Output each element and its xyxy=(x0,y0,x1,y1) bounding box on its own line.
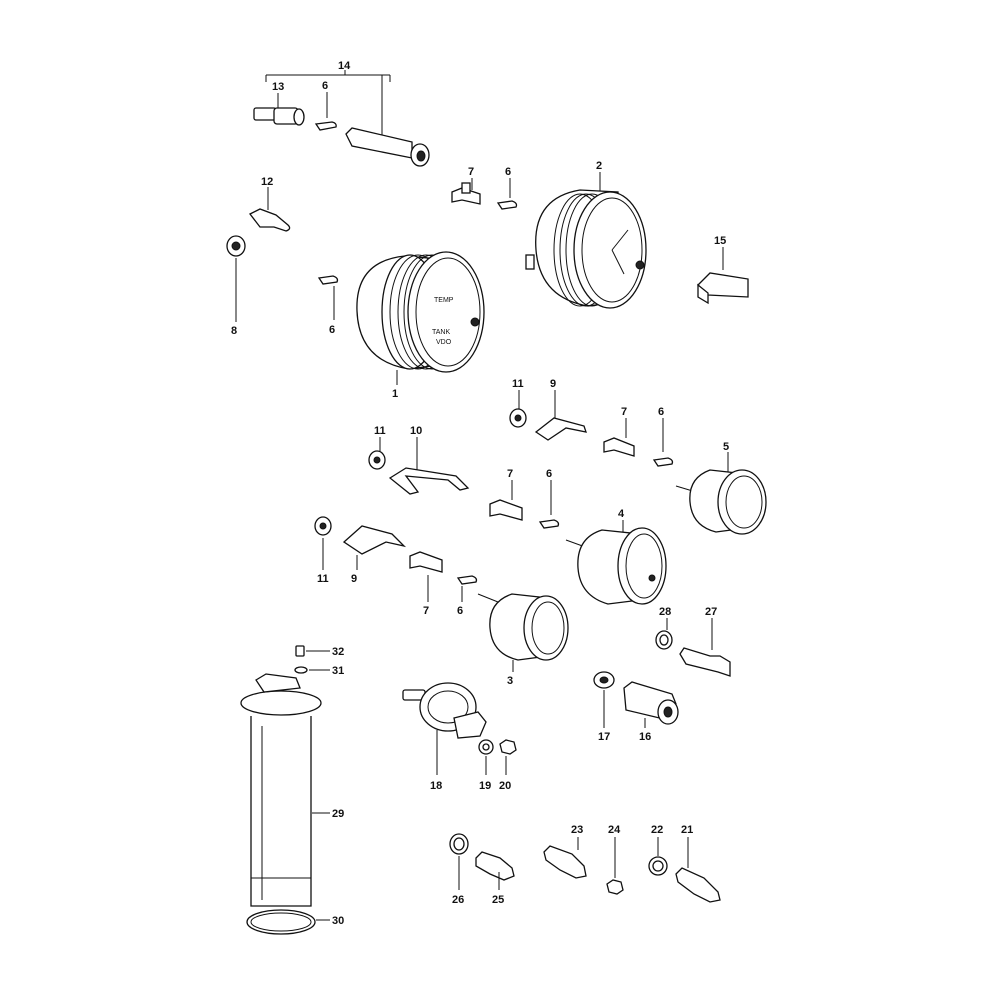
callout-8: 8 xyxy=(231,325,237,337)
callout-9a: 9 xyxy=(550,378,556,390)
callout-12: 12 xyxy=(261,176,273,188)
part-8-knurled-nut: 8 xyxy=(226,235,246,337)
part-7-socket-right: 7 xyxy=(603,406,635,457)
callout-25: 25 xyxy=(492,894,504,906)
callout-22: 22 xyxy=(651,824,663,836)
part-7-socket-mid: 7 xyxy=(489,468,523,521)
callout-11c: 11 xyxy=(317,573,329,585)
part-5-small-gauge: 5 xyxy=(675,441,767,535)
callout-21: 21 xyxy=(681,824,693,836)
callout-32: 32 xyxy=(332,646,344,658)
part-26-washer: 26 xyxy=(449,833,469,906)
part-28-washer: 28 xyxy=(655,606,673,650)
callout-7c: 7 xyxy=(507,468,513,480)
part-31-washer: 31 xyxy=(294,665,344,677)
callout-28: 28 xyxy=(659,606,671,618)
part-24-nut: 24 xyxy=(606,824,624,895)
callout-7d: 7 xyxy=(423,605,429,617)
part-9-bracket-right: 9 xyxy=(534,378,587,441)
gauge-label-tank: TANK xyxy=(432,329,450,336)
callout-6b: 6 xyxy=(505,166,511,178)
callout-18: 18 xyxy=(430,780,442,792)
part-30-gasket: 30 xyxy=(246,909,344,935)
callout-20: 20 xyxy=(499,780,511,792)
part-22-washer: 22 xyxy=(648,824,668,876)
callout-7b: 7 xyxy=(621,406,627,418)
callout-4: 4 xyxy=(618,508,625,520)
callout-24: 24 xyxy=(608,824,621,836)
part-21-sensor: 21 xyxy=(675,824,721,903)
part-13-bulb-holder: 13 xyxy=(253,81,305,126)
part-14-group: 14 xyxy=(265,60,391,135)
callout-6f: 6 xyxy=(457,605,463,617)
callout-7a: 7 xyxy=(468,166,474,178)
gauge-label-temp: TEMP xyxy=(434,297,454,304)
callout-10: 10 xyxy=(410,425,422,437)
part-2-clock-gauge: 2 xyxy=(525,160,647,309)
part-25-sensor: 25 xyxy=(475,851,515,906)
part-10-bracket: 10 xyxy=(388,425,470,495)
callout-30: 30 xyxy=(332,915,344,927)
part-19-washer: 19 xyxy=(478,739,494,792)
part-6-bulb-left2: 6 xyxy=(456,575,478,617)
part-18-pressure-sender: 18 xyxy=(402,682,487,792)
part-23-sensor: 23 xyxy=(543,824,587,879)
part-6-bulb-mid: 6 xyxy=(538,468,560,529)
part-11-nut-right: 11 xyxy=(509,378,527,428)
part-9-bracket-left: 9 xyxy=(342,525,407,585)
part-1-combination-gauge: TEMP TANK VDO 1 xyxy=(356,251,485,400)
part-12-bulb-socket: 12 xyxy=(249,176,291,232)
callout-13: 13 xyxy=(272,81,284,93)
part-20-nut: 20 xyxy=(499,739,517,792)
callout-19: 19 xyxy=(479,780,491,792)
part-6-bulb-left: 6 xyxy=(317,275,339,336)
callout-27: 27 xyxy=(705,606,717,618)
callout-6a: 6 xyxy=(322,80,328,92)
part-6-bulb-top2: 6 xyxy=(496,166,518,210)
part-6-bulb-right: 6 xyxy=(652,406,674,467)
callout-26: 26 xyxy=(452,894,464,906)
callout-31: 31 xyxy=(332,665,344,677)
part-4-gauge: 4 xyxy=(565,508,667,605)
part-3-gauge: 3 xyxy=(477,593,569,687)
part-7-socket-left: 7 xyxy=(409,551,443,617)
callout-16: 16 xyxy=(639,731,651,743)
callout-14: 14 xyxy=(338,60,351,72)
callout-11b: 11 xyxy=(374,425,386,437)
callout-11a: 11 xyxy=(512,378,524,390)
callout-17: 17 xyxy=(598,731,610,743)
callout-9b: 9 xyxy=(351,573,357,585)
callout-3: 3 xyxy=(507,675,513,687)
callout-1: 1 xyxy=(392,388,398,400)
part-27-sensor: 27 xyxy=(679,606,731,677)
callout-23: 23 xyxy=(571,824,583,836)
part-7-socket-top: 7 xyxy=(451,166,481,205)
part-11-nut-mid: 11 xyxy=(368,425,386,470)
part-29-level-sender: 29 xyxy=(240,673,344,907)
callout-29: 29 xyxy=(332,808,344,820)
callout-6d: 6 xyxy=(658,406,664,418)
callout-6e: 6 xyxy=(546,468,552,480)
callout-5: 5 xyxy=(723,441,729,453)
callout-15: 15 xyxy=(714,235,726,247)
callout-2: 2 xyxy=(596,160,602,172)
callout-6c: 6 xyxy=(329,324,335,336)
part-14-lamp-socket xyxy=(345,127,430,167)
part-17-bulb: 17 xyxy=(593,671,615,743)
part-6-bulb-top: 6 xyxy=(314,80,337,131)
gauge-label-vdo: VDO xyxy=(436,339,452,346)
part-15-switch: 15 xyxy=(697,235,749,305)
part-11-nut-left: 11 xyxy=(314,516,332,585)
part-16-socket: 16 xyxy=(623,681,679,743)
part-32-screw: 32 xyxy=(295,645,344,658)
